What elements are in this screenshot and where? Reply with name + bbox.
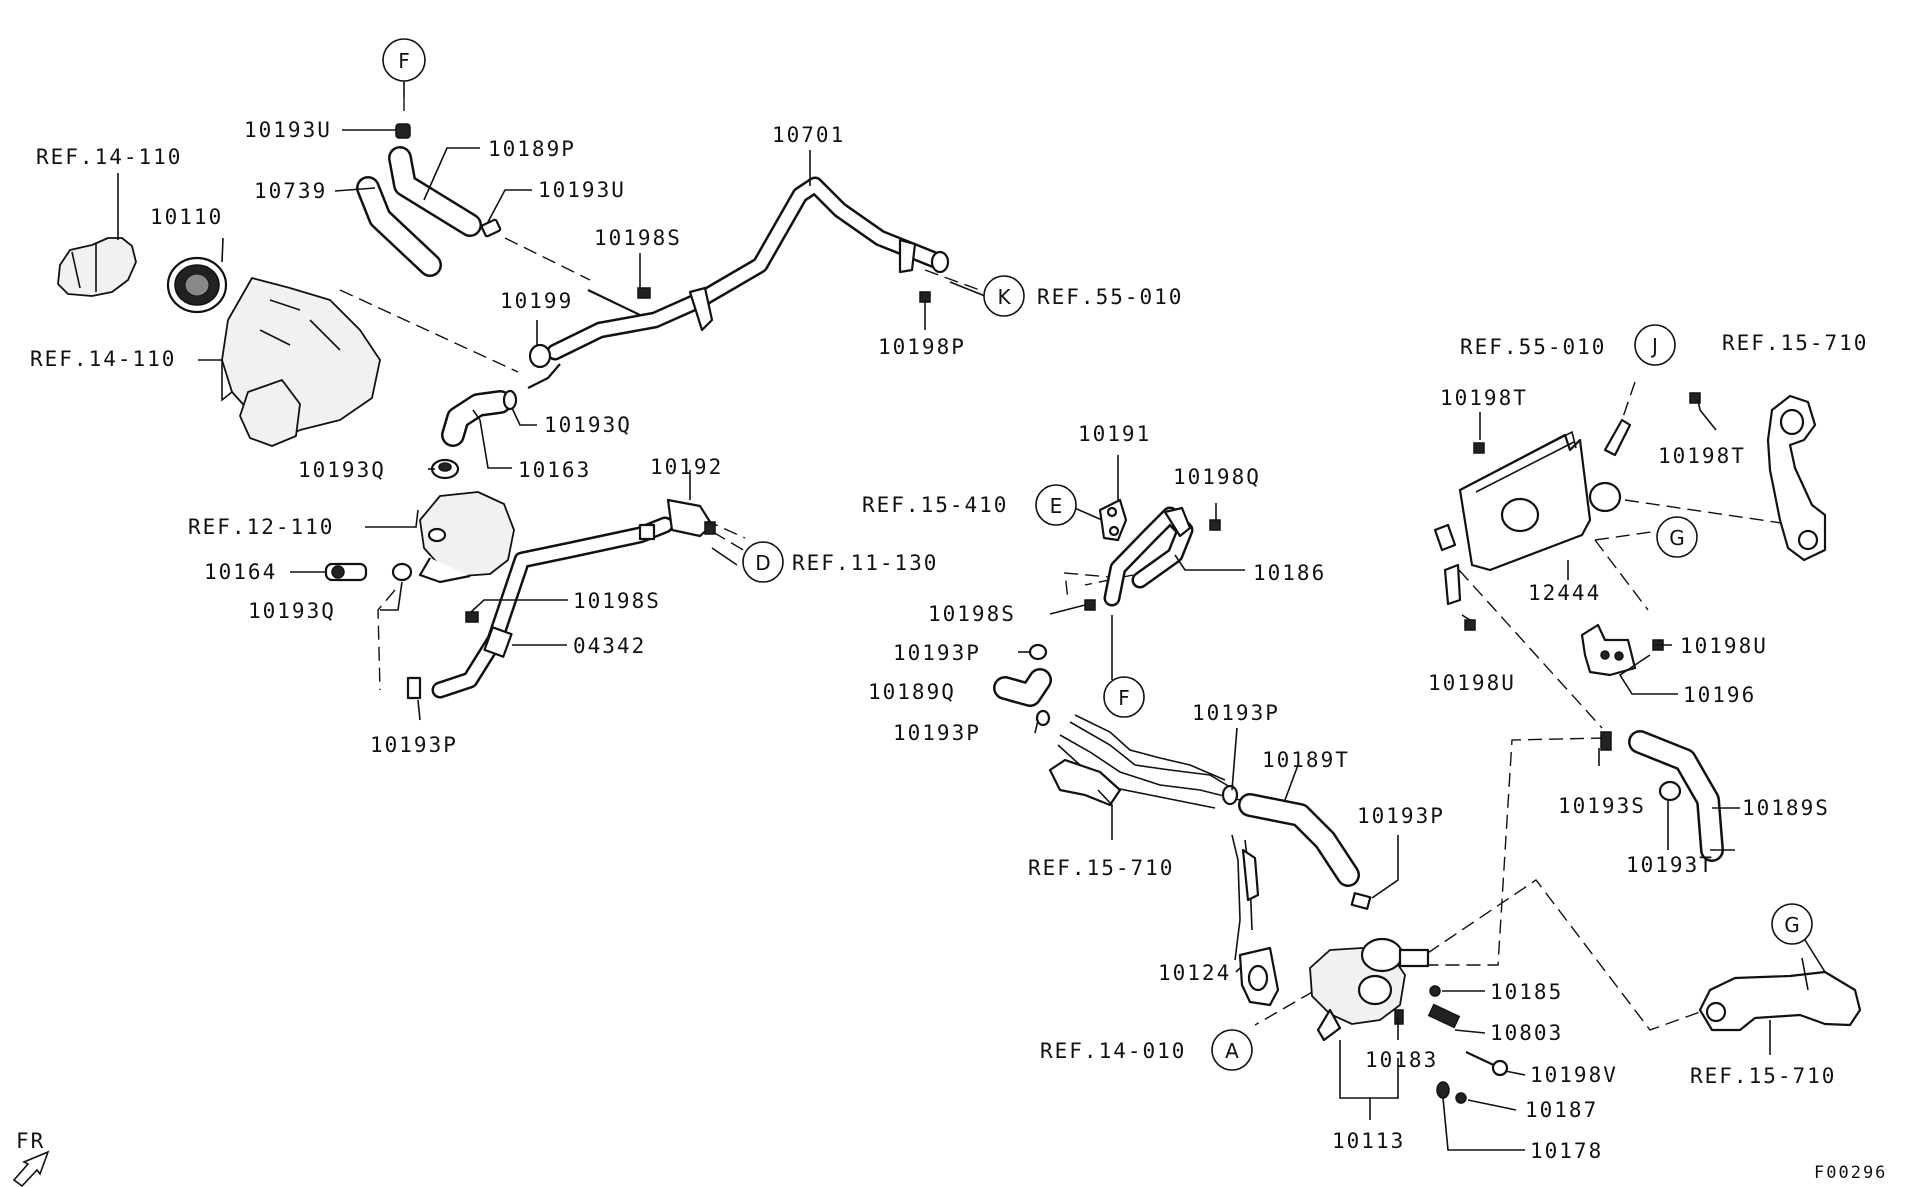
part-label: 04342 — [573, 634, 646, 658]
front-direction-indicator: FR — [12, 1129, 50, 1187]
ref-label: REF.14-110 — [36, 145, 182, 169]
part-label: 10113 — [1332, 1129, 1405, 1153]
svg-text:F: F — [1118, 686, 1130, 710]
marker-a: A — [1211, 1029, 1253, 1071]
part-drawings — [57, 123, 1862, 1104]
marker-g-bottom: G — [1771, 903, 1813, 945]
svg-text:F: F — [398, 49, 410, 73]
part-label: 10164 — [204, 560, 277, 584]
coolant-reservoir — [419, 491, 515, 577]
part-label: 10189T — [1262, 748, 1350, 772]
part-label: 10193P — [1357, 804, 1445, 828]
part-label: 10178 — [1530, 1139, 1603, 1163]
part-label: 10187 — [1525, 1098, 1598, 1122]
reference-labels: REF.14-110 REF.14-110 REF.12-110 REF.55-… — [30, 145, 1868, 1088]
part-label: 10198U — [1680, 634, 1768, 658]
thermostat-housing — [57, 237, 137, 297]
part-label: 10198T — [1658, 444, 1746, 468]
ref-label: REF.55-010 — [1460, 335, 1606, 359]
part-label: 10193Q — [298, 458, 386, 482]
egr-pipe-lower — [1698, 970, 1862, 1032]
bracket-10196 — [1580, 623, 1637, 677]
oil-cooler-12444 — [1433, 418, 1632, 606]
part-label: 10193P — [370, 733, 458, 757]
ref-label: REF.15-710 — [1690, 1064, 1836, 1088]
diagram-code: F00296 — [1814, 1163, 1887, 1183]
part-label: 10193Q — [544, 413, 632, 437]
part-label: 10701 — [772, 123, 845, 147]
o-ring — [528, 343, 552, 369]
egr-pipe-upper — [1766, 394, 1827, 562]
part-label: 10198U — [1428, 671, 1516, 695]
part-label: 10198S — [928, 602, 1016, 626]
part-label: 10193U — [538, 178, 626, 202]
marker-j: J — [1634, 324, 1676, 366]
part-label: 10198T — [1440, 386, 1528, 410]
part-label: 10189P — [488, 137, 576, 161]
svg-text:J: J — [1650, 334, 1658, 358]
ref-label: REF.15-710 — [1722, 331, 1868, 355]
part-label: 10199 — [500, 289, 573, 313]
part-label: 10189S — [1742, 796, 1830, 820]
part-label: 10193T — [1626, 853, 1714, 877]
marker-f-mid: F — [1103, 676, 1145, 718]
ref-label: REF.12-110 — [188, 515, 334, 539]
svg-text:K: K — [997, 285, 1011, 309]
part-label: 10193U — [244, 118, 332, 142]
part-label: 10193S — [1558, 794, 1646, 818]
dashed-reference-lines — [339, 97, 1796, 1031]
svg-text:G: G — [1784, 913, 1800, 937]
ref-label: REF.15-710 — [1028, 856, 1174, 880]
part-label: 10198S — [573, 589, 661, 613]
part-label: 10189Q — [868, 680, 956, 704]
marker-g-top: G — [1656, 516, 1698, 558]
part-label: 10110 — [150, 205, 223, 229]
ref-label: REF.15-410 — [862, 493, 1008, 517]
marker-k: K — [983, 275, 1025, 317]
part-label: 10186 — [1253, 561, 1326, 585]
marker-f-top: F — [382, 38, 426, 82]
ref-label: REF.11-130 — [792, 551, 938, 575]
arrow-icon — [12, 1150, 50, 1187]
bracket-10191 — [1098, 498, 1128, 542]
part-label: 10198P — [878, 335, 966, 359]
svg-text:A: A — [1225, 1039, 1239, 1063]
svg-text:G: G — [1669, 526, 1685, 550]
part-label: 10803 — [1490, 1021, 1563, 1045]
part-label: 10163 — [518, 458, 591, 482]
marker-e: E — [1035, 484, 1077, 526]
part-label: 10124 — [1158, 961, 1231, 985]
part-label: 10183 — [1365, 1048, 1438, 1072]
part-number-labels: 10193U 10739 10189P 10193U 10110 10701 1… — [150, 118, 1830, 1163]
part-label: 10739 — [254, 179, 327, 203]
part-label: 10193Q — [248, 599, 336, 623]
svg-text:E: E — [1050, 494, 1063, 518]
ref-label: REF.14-110 — [30, 347, 176, 371]
part-label: 10193P — [893, 641, 981, 665]
part-label: 10198Q — [1173, 465, 1261, 489]
egr-pipe-assembly — [1048, 714, 1260, 961]
marker-d: D — [742, 541, 784, 583]
part-label: 10196 — [1683, 683, 1756, 707]
part-label: 10191 — [1078, 422, 1151, 446]
part-label: 10193P — [893, 721, 981, 745]
part-label: 10192 — [650, 455, 723, 479]
part-label: 12444 — [1528, 581, 1601, 605]
part-label: 10185 — [1490, 980, 1563, 1004]
ref-label: REF.55-010 — [1037, 285, 1183, 309]
ref-label: REF.14-010 — [1040, 1039, 1186, 1063]
part-label: 10198S — [594, 226, 682, 250]
part-label: 10193P — [1192, 701, 1280, 725]
svg-text:D: D — [755, 551, 770, 575]
direction-label: FR — [16, 1129, 45, 1153]
part-label: 10198V — [1530, 1063, 1618, 1087]
